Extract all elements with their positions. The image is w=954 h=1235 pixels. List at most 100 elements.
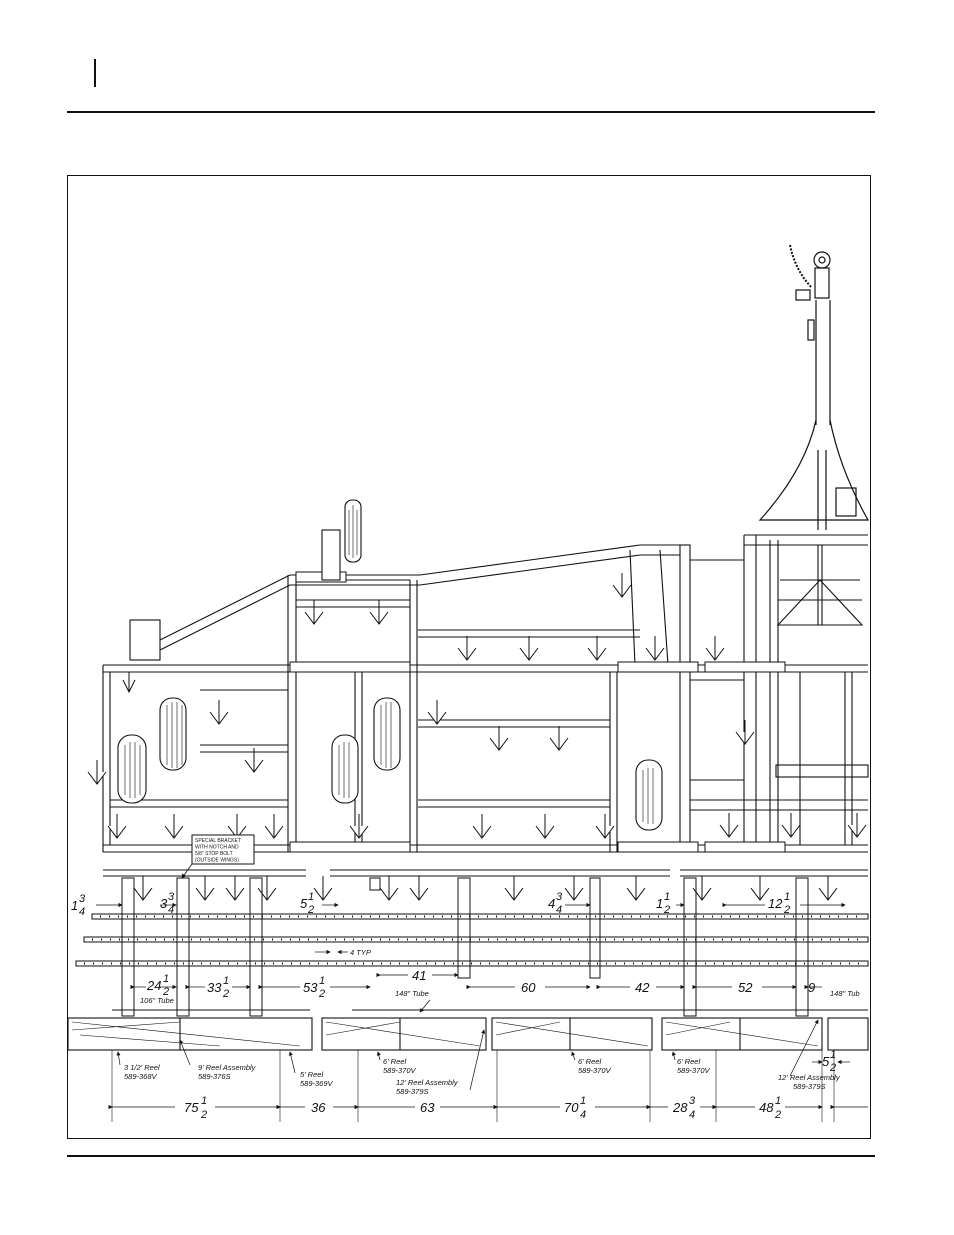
center-frame [679, 534, 868, 851]
tube-label-148: 148" Tube [395, 989, 429, 998]
dim-5-1-2: 5 1 2 [300, 891, 314, 916]
svg-text:1: 1 [223, 975, 229, 987]
svg-text:24: 24 [146, 978, 161, 993]
svg-text:2: 2 [318, 988, 325, 1000]
dim-60: 60 [521, 980, 536, 995]
svg-text:33: 33 [207, 980, 222, 995]
svg-text:75: 75 [184, 1100, 199, 1115]
svg-text:2: 2 [829, 1062, 836, 1074]
svg-text:3 1/2' Reel: 3 1/2' Reel [124, 1063, 160, 1072]
svg-text:9' Reel Assembly: 9' Reel Assembly [198, 1063, 257, 1072]
reel-label-6-c: 6' Reel 589-370V [677, 1057, 711, 1075]
dim-75-1-2: 75 1 2 [184, 1095, 207, 1121]
bracket-note-line2: WITH NOTCH AND [195, 845, 239, 851]
svg-text:4: 4 [689, 1109, 695, 1121]
svg-text:1: 1 [580, 1095, 586, 1107]
svg-text:12: 12 [768, 896, 783, 911]
svg-text:1: 1 [319, 975, 325, 987]
extension-lines [111, 1050, 835, 1122]
hydraulic-cylinders [289, 571, 786, 853]
svg-text:4: 4 [580, 1109, 586, 1121]
svg-text:2: 2 [200, 1109, 207, 1121]
svg-text:3: 3 [160, 896, 168, 911]
svg-text:589-370V: 589-370V [383, 1066, 417, 1075]
reel-label-12-assembly-b: 12' Reel Assembly 589-379S [778, 1073, 841, 1091]
svg-text:589-379S: 589-379S [396, 1087, 429, 1096]
svg-text:6' Reel: 6' Reel [383, 1057, 406, 1066]
hitch-tongue [758, 244, 870, 530]
reel-leaders [116, 1019, 819, 1091]
svg-text:589-370V: 589-370V [677, 1066, 711, 1075]
dim-33-1-2: 33 1 2 [207, 975, 229, 1000]
dim-41: 41 [412, 968, 426, 983]
svg-text:4: 4 [168, 904, 174, 916]
reel-label-6-a: 6' Reel 589-370V [383, 1057, 417, 1075]
header-rule [67, 111, 875, 113]
svg-text:6' Reel: 6' Reel [578, 1057, 601, 1066]
reel-label-12-assembly-a: 12' Reel Assembly 589-379S [396, 1078, 459, 1096]
svg-text:6' Reel: 6' Reel [677, 1057, 700, 1066]
svg-text:1: 1 [830, 1049, 836, 1061]
dim-53-1-2: 53 1 2 [303, 975, 325, 1000]
bracket-note-line1: SPECIAL BRACKET [195, 838, 241, 844]
svg-text:2: 2 [162, 986, 169, 998]
svg-text:1: 1 [784, 891, 790, 903]
svg-text:589-368V: 589-368V [124, 1072, 158, 1081]
svg-text:589-370V: 589-370V [578, 1066, 612, 1075]
dim-52: 52 [738, 980, 753, 995]
dim-1-3-4: 1 3 4 [71, 893, 86, 918]
svg-text:2: 2 [663, 904, 670, 916]
svg-text:1: 1 [656, 896, 663, 911]
drawing-frame [67, 175, 871, 1139]
cultivator-shanks [87, 573, 867, 901]
svg-text:3: 3 [556, 891, 563, 903]
svg-text:53: 53 [303, 980, 318, 995]
special-bracket-note: SPECIAL BRACKET WITH NOTCH AND 5/8" STOP… [181, 834, 255, 879]
footer-rule [67, 1155, 875, 1157]
reel-label-9-assembly: 9' Reel Assembly 589-376S [198, 1063, 257, 1081]
bracket-note-line3: 5/8" STOP BOLT [195, 851, 233, 857]
dim-1-1-2: 1 1 2 [656, 891, 670, 916]
dim-3-3-4: 3 3 4 [160, 891, 175, 916]
svg-text:12' Reel Assembly: 12' Reel Assembly [396, 1078, 459, 1087]
typ-note: 4 TYP [315, 948, 371, 957]
tube-label-106: 106" Tube [140, 996, 174, 1005]
tube-label-148-right: 148" Tub [830, 989, 860, 998]
svg-text:4: 4 [548, 896, 555, 911]
dim-42: 42 [635, 980, 650, 995]
svg-text:3: 3 [79, 893, 86, 905]
dim-28-3-4: 28 3 4 [672, 1095, 696, 1121]
dim-70-1-4: 70 1 4 [564, 1095, 586, 1121]
svg-text:5: 5 [822, 1054, 830, 1069]
svg-text:4: 4 [79, 906, 85, 918]
svg-text:4 TYP: 4 TYP [350, 948, 371, 957]
gauge-wheels [117, 499, 663, 831]
svg-text:589-376S: 589-376S [198, 1072, 231, 1081]
reel-label-6-b: 6' Reel 589-370V [578, 1057, 612, 1075]
svg-text:5' Reel: 5' Reel [300, 1070, 323, 1079]
svg-text:2: 2 [783, 904, 790, 916]
dim-5-1-2-reel: 5 1 2 [812, 1049, 850, 1074]
svg-text:70: 70 [564, 1100, 579, 1115]
dim-4-3-4: 4 3 4 [548, 891, 563, 916]
svg-text:589-369V: 589-369V [300, 1079, 334, 1088]
svg-text:2: 2 [774, 1109, 781, 1121]
svg-text:1: 1 [71, 898, 78, 913]
svg-text:1: 1 [775, 1095, 781, 1107]
svg-text:3: 3 [168, 891, 175, 903]
svg-text:1: 1 [163, 973, 169, 985]
svg-text:2: 2 [307, 904, 314, 916]
svg-text:48: 48 [759, 1100, 774, 1115]
rolling-reels [67, 1017, 869, 1051]
svg-text:3: 3 [689, 1095, 696, 1107]
harrow-section [75, 869, 869, 1017]
svg-text:2: 2 [222, 988, 229, 1000]
dim-36: 36 [311, 1100, 326, 1115]
dimension-row-2 [130, 972, 822, 990]
reel-label-3-5: 3 1/2' Reel 589-368V [124, 1063, 160, 1081]
dim-48-1-2: 48 1 2 [759, 1095, 781, 1121]
dim-12-1-2: 12 1 2 [768, 891, 790, 916]
svg-text:1: 1 [664, 891, 670, 903]
header-bar [94, 59, 96, 87]
